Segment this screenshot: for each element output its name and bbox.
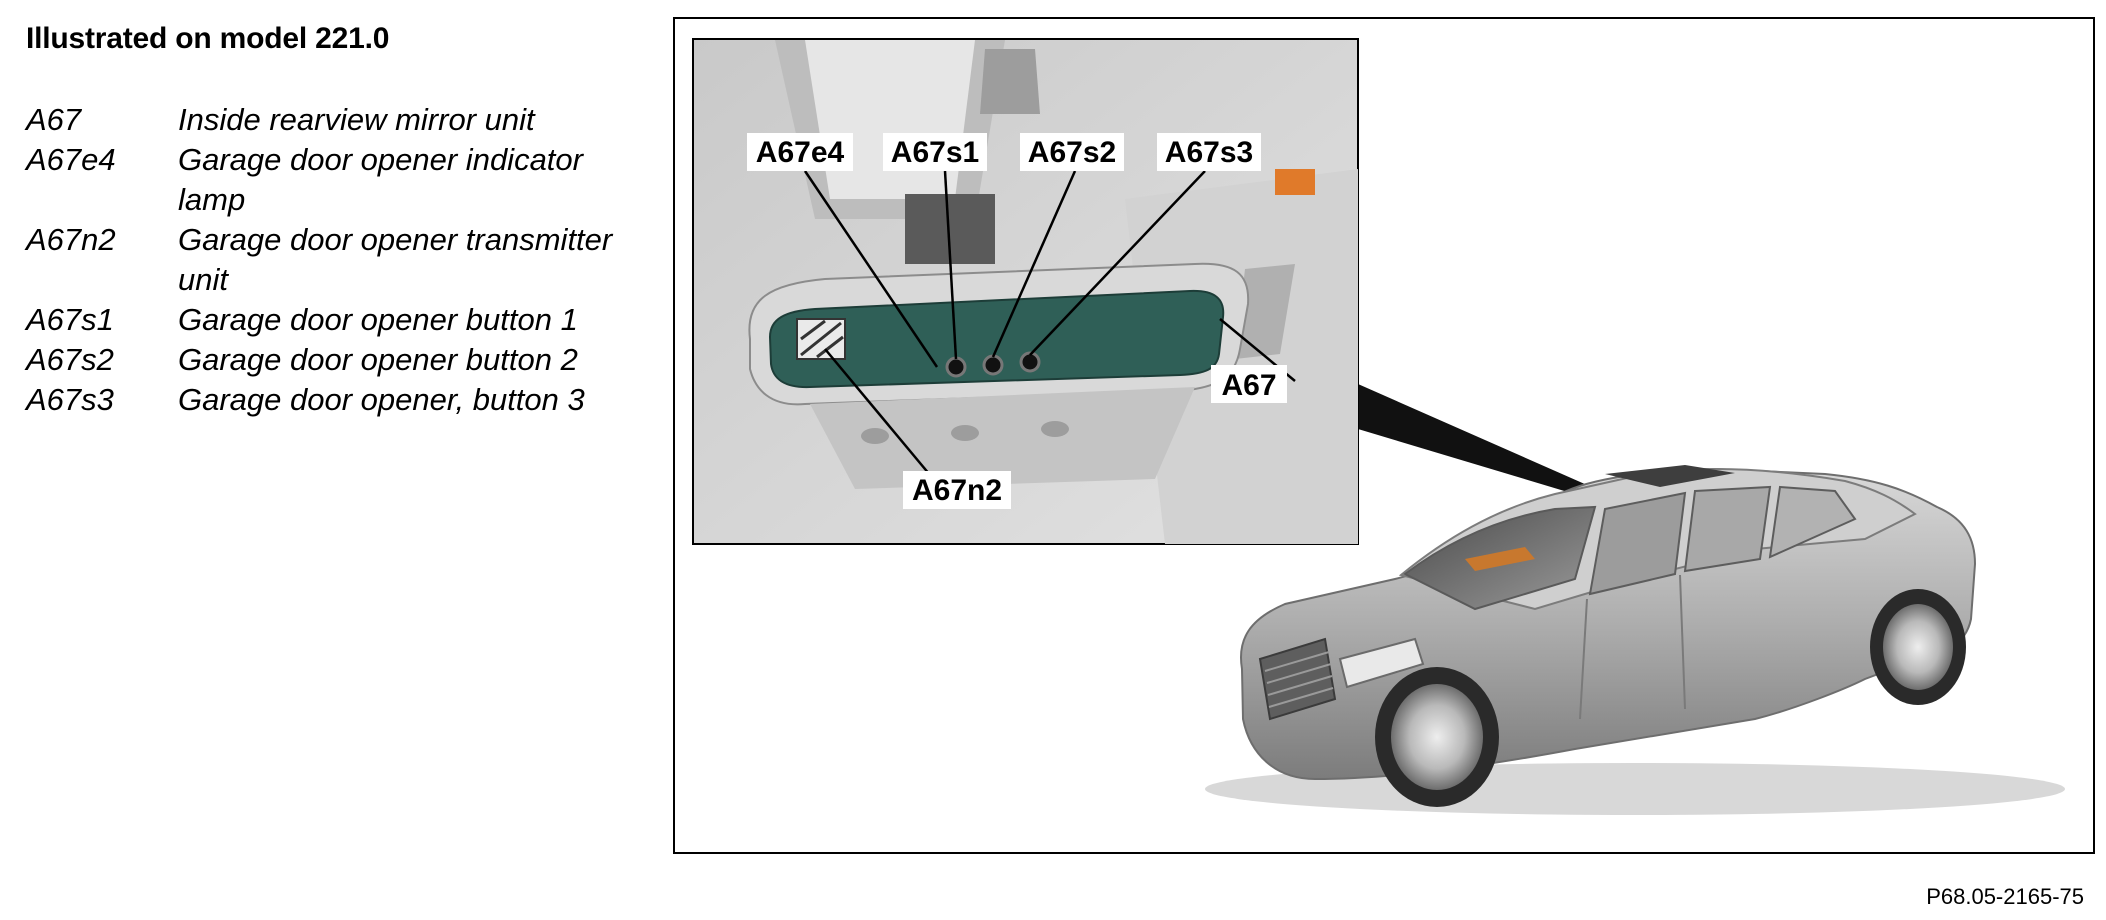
legend-item: A67e4 Garage door opener indicator lamp — [26, 140, 666, 220]
legend-item: A67 Inside rearview mirror unit — [26, 100, 666, 140]
button-3 — [1019, 351, 1041, 373]
page-title: Illustrated on model 221.0 — [26, 22, 390, 55]
callout-a67s3: A67s3 — [1157, 133, 1261, 171]
callout-a67e4: A67e4 — [747, 133, 853, 171]
legend-description: Garage door opener button 2 — [178, 342, 578, 377]
lower-console — [810, 387, 1195, 489]
front-wheel — [1375, 667, 1499, 807]
grille-slats — [1264, 651, 1334, 708]
quarter-window — [1768, 485, 1857, 559]
sunroof — [1605, 465, 1735, 487]
console-dimple — [1041, 421, 1069, 437]
callout-a67: A67 — [1211, 365, 1287, 403]
legend-item: A67s1 Garage door opener button 1 — [26, 300, 666, 340]
rear-side-window — [1683, 485, 1772, 573]
callout-a67n2: A67n2 — [903, 471, 1011, 509]
legend-code: A67s2 — [26, 342, 114, 377]
pointer-wedge — [1358, 384, 1591, 499]
callout-a67s2: A67s2 — [1020, 133, 1124, 171]
speaker-grille — [1235, 264, 1295, 359]
door-line — [1679, 574, 1686, 710]
svg-text:A67s1: A67s1 — [891, 136, 979, 169]
svg-text:A67n2: A67n2 — [912, 474, 1002, 507]
console-dimple — [861, 428, 889, 444]
legend-item: A67n2 Garage door opener transmitter uni… — [26, 220, 666, 300]
amber-lamp — [1275, 169, 1315, 195]
front-side-window — [1588, 491, 1687, 596]
figure-frame: A67e4 A67s1 A67s2 A67s3 A67 A67n2 — [673, 17, 2095, 854]
headlight — [1338, 637, 1425, 689]
indicator-lamp — [796, 318, 846, 360]
illustration: A67e4 A67s1 A67s2 A67s3 A67 A67n2 — [692, 38, 2065, 815]
legend-description: Garage door opener indicator lamp — [178, 142, 583, 217]
button-1 — [945, 356, 967, 378]
svg-text:A67e4: A67e4 — [756, 136, 845, 169]
overhead-lamp — [805, 40, 975, 199]
svg-text:A67s3: A67s3 — [1165, 136, 1253, 169]
rear-wheel — [1870, 589, 1966, 705]
door-line — [1579, 598, 1588, 720]
svg-text:A67s2: A67s2 — [1028, 136, 1116, 169]
legend-code: A67s3 — [26, 382, 114, 417]
legend-code: A67 — [26, 102, 82, 137]
button-2 — [982, 354, 1004, 376]
legend-description: Garage door opener button 1 — [178, 302, 578, 337]
legend-description: Garage door opener, button 3 — [178, 382, 585, 417]
mirror-glass — [768, 289, 1225, 389]
interior-wood-trim — [1465, 547, 1535, 571]
legend-item: A67s2 Garage door opener button 2 — [26, 340, 666, 380]
car-illustration — [1205, 465, 2065, 815]
grille — [1258, 637, 1337, 721]
console-dimple — [951, 425, 979, 441]
callout-a67s1: A67s1 — [883, 133, 987, 171]
svg-text:A67: A67 — [1221, 369, 1276, 402]
legend-item: A67s3 Garage door opener, button 3 — [26, 380, 666, 420]
leader-lines — [803, 170, 1296, 482]
legend-description: Garage door opener transmitter unit — [178, 222, 613, 297]
legend-description: Inside rearview mirror unit — [178, 102, 535, 137]
figure-reference: P68.05-2165-75 — [1926, 884, 2084, 909]
legend-code: A67e4 — [26, 142, 116, 177]
legend-code: A67n2 — [26, 222, 116, 257]
legend-code: A67s1 — [26, 302, 114, 337]
inset-detail-photo: A67e4 A67s1 A67s2 A67s3 A67 A67n2 — [692, 38, 1359, 545]
legend-list: A67 Inside rearview mirror unit A67e4 Ga… — [26, 100, 666, 420]
mirror-mount — [980, 49, 1040, 114]
